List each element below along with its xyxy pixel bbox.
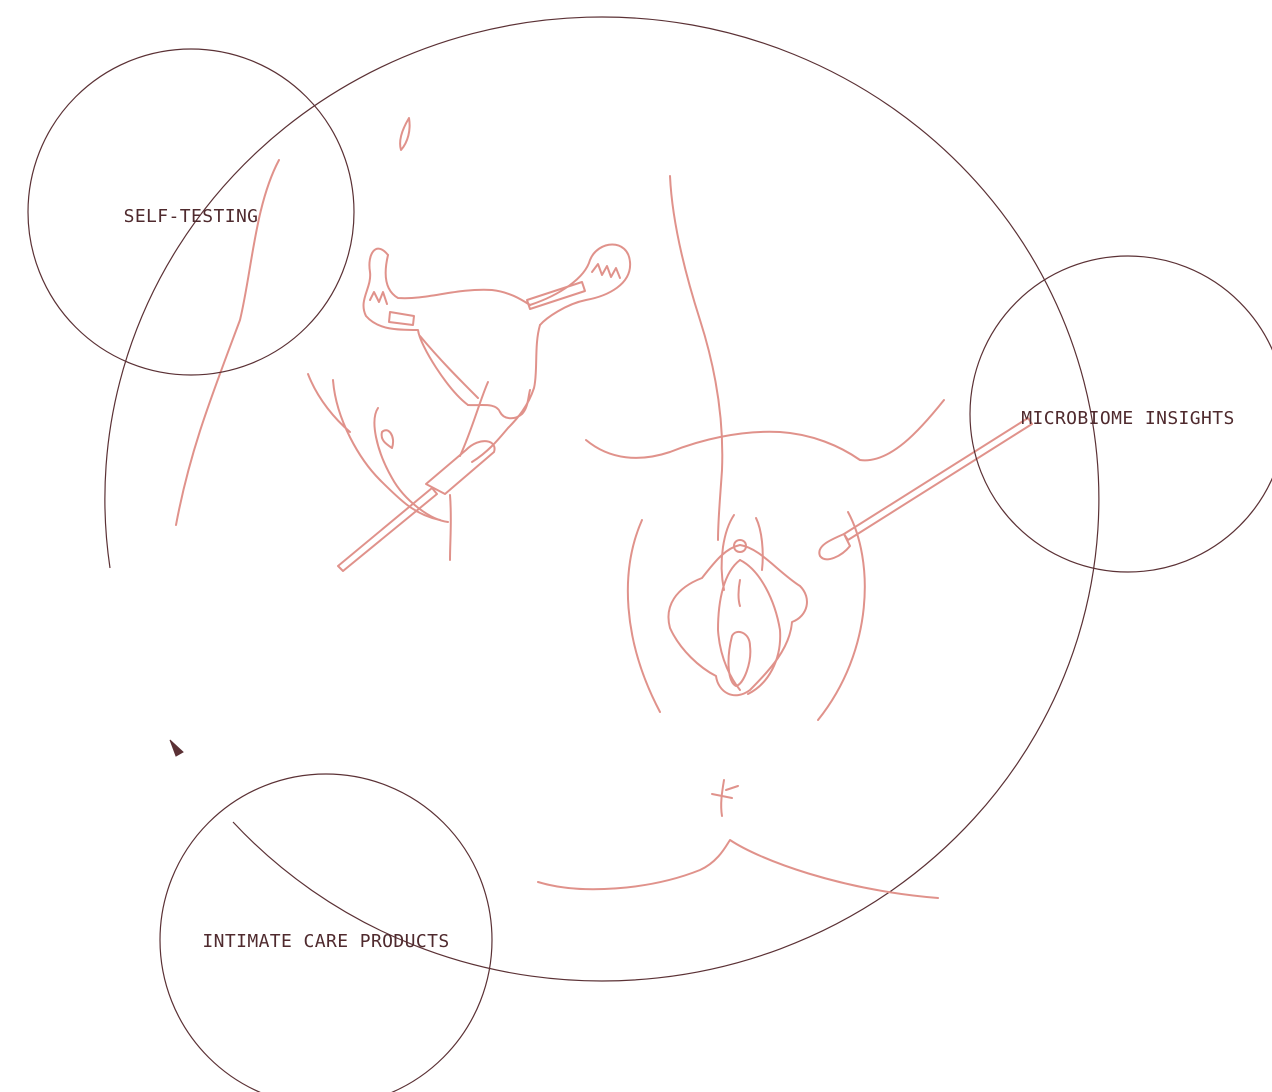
cycle-arrowhead-icon: [170, 740, 183, 756]
vulva-drawing: [538, 176, 944, 898]
female-anatomy-swab-illustration: [176, 118, 1032, 898]
node-intimate-care-products: INTIMATE CARE PRODUCTS: [160, 774, 492, 1092]
cycle-arc: [105, 17, 1099, 981]
node-label: MICROBIOME INSIGHTS: [1021, 408, 1235, 429]
node-self-testing: SELF-TESTING: [28, 49, 354, 375]
uterus-drawing: [364, 245, 631, 463]
cycle-ring: [105, 17, 1099, 981]
node-label: INTIMATE CARE PRODUCTS: [202, 931, 449, 952]
navel-mark: [400, 118, 410, 150]
right-swab-drawing: [819, 418, 1032, 559]
node-label: SELF-TESTING: [124, 206, 259, 227]
node-microbiome-insights: MICROBIOME INSIGHTS: [970, 256, 1272, 572]
